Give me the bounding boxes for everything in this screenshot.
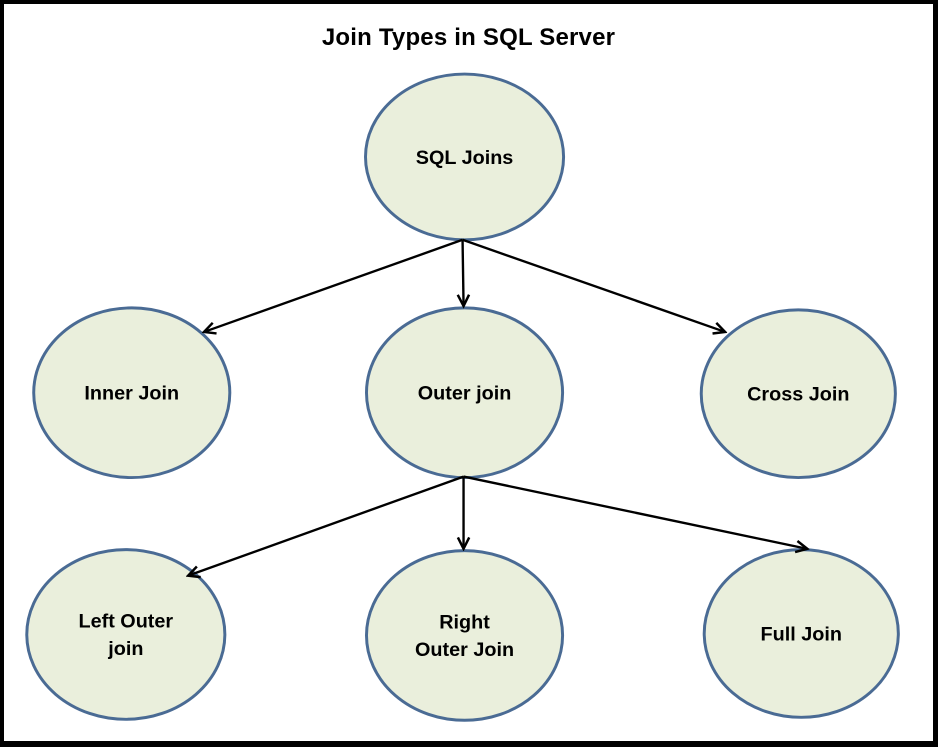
left-outer-join-shape: [25, 548, 227, 721]
full-join-label: Full Join: [761, 623, 842, 645]
cross-join-shape: [699, 308, 897, 480]
outer-join-label: Outer join: [418, 383, 512, 405]
edge-sql-joins-to-cross-join: [462, 238, 724, 332]
edge-sql-joins-to-inner-join: [205, 238, 463, 332]
right-outer-join-shape: [365, 549, 565, 722]
edge-outer-join-to-left-outer-join: [189, 475, 464, 576]
node-cross-join: Cross Join: [699, 308, 897, 480]
node-sql-joins: SQL Joins: [364, 72, 566, 242]
cross-join-label: Cross Join: [747, 384, 849, 406]
node-full-join: Full Join: [702, 548, 900, 719]
edge-outer-join-to-full-join: [463, 475, 807, 549]
node-outer-join: Outer join: [365, 306, 565, 480]
diagram-title: Join Types in SQL Server: [321, 24, 616, 51]
inner-join-shape: [32, 306, 232, 480]
node-inner-join: Inner Join: [32, 306, 232, 480]
sql-joins-label: SQL Joins: [416, 147, 514, 169]
edge-sql-joins-to-outer-join: [463, 239, 464, 305]
inner-join-label: Inner Join: [84, 383, 179, 405]
